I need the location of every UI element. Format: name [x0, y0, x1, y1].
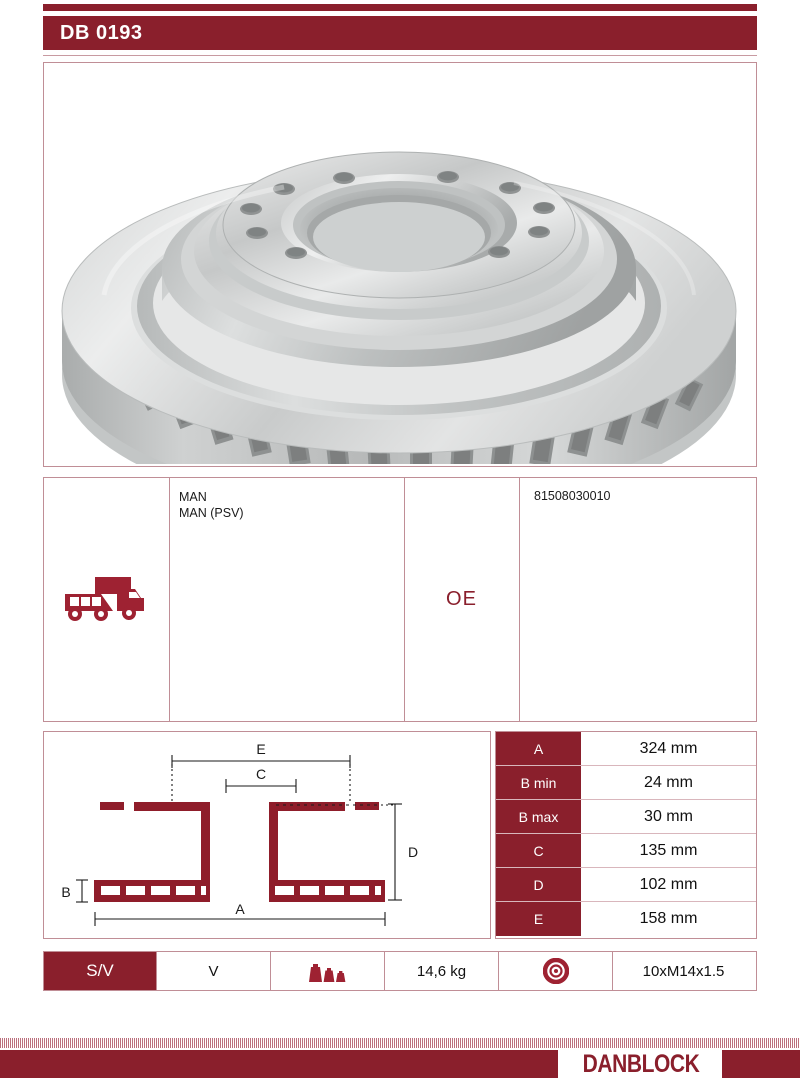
table-row: C 135 mm	[496, 834, 756, 869]
sv-value: V	[208, 962, 219, 980]
table-divider	[404, 478, 405, 721]
footer-stripe-band	[0, 1038, 800, 1048]
product-image-panel	[43, 62, 757, 467]
vehicle-info-table: MAN MAN (PSV) OE 81508030010	[43, 477, 757, 722]
table-divider	[169, 478, 170, 721]
header-top-accent-bar	[43, 4, 757, 11]
table-row: B max 30 mm	[496, 800, 756, 835]
table-row: B min 24 mm	[496, 766, 756, 801]
dimension-value: 102 mm	[639, 875, 698, 893]
brake-disc-photo	[61, 151, 737, 464]
oe-number: 81508030010	[534, 489, 611, 503]
sv-label: S/V	[44, 952, 156, 990]
bolt-spec-value: 10xM14x1.5	[642, 962, 725, 980]
cross-section-drawing-panel: E C A D B	[43, 731, 491, 939]
dim-label-d: D	[408, 844, 418, 860]
table-row: A 324 mm	[496, 732, 756, 767]
table-divider	[519, 478, 520, 721]
dimension-key: B min	[496, 766, 581, 800]
dimension-key: E	[496, 902, 581, 936]
dimension-key: A	[496, 732, 581, 766]
dimension-value: 158 mm	[639, 910, 698, 927]
table-divider	[156, 952, 157, 990]
bolt-icon-cell	[499, 952, 612, 990]
table-divider	[612, 952, 613, 990]
bolt-circle-icon	[542, 958, 569, 984]
dim-label-b: B	[61, 884, 70, 900]
table-row: D 102 mm	[496, 868, 756, 903]
table-row: E 158 mm	[496, 902, 756, 936]
dimension-key: D	[496, 868, 581, 902]
dimension-value: 30 mm	[644, 807, 693, 825]
oe-label: OE	[446, 588, 477, 610]
bus-truck-icon	[65, 577, 144, 621]
dim-label-c: C	[256, 766, 266, 782]
vehicle-brand-item: MAN (PSV)	[179, 506, 244, 520]
vehicle-brand-list: MAN MAN (PSV)	[179, 489, 244, 521]
weight-icon-cell	[271, 952, 384, 990]
header-bar: DB 0193	[43, 16, 757, 50]
dim-label-a: A	[235, 901, 245, 917]
vehicle-brand-item: MAN	[179, 490, 207, 504]
footer-brand-logo: DANBLOCK	[582, 1049, 700, 1078]
weights-icon	[308, 964, 345, 982]
dimension-value: 24 mm	[644, 773, 693, 791]
weight-value: 14,6 kg	[416, 962, 467, 980]
dimension-value: 324 mm	[639, 739, 698, 757]
dimension-key: C	[496, 834, 581, 868]
dim-label-e: E	[256, 741, 265, 757]
table-divider	[498, 952, 499, 990]
footer-bar-right	[722, 1050, 800, 1078]
footer-bar-left	[0, 1050, 558, 1078]
brake-disc-cross-section: E C A D B	[61, 741, 418, 926]
header-divider-rule	[43, 55, 757, 56]
dimension-value: 135 mm	[639, 841, 698, 859]
specification-row: S/V V 14,6 kg 10xM14x1.5	[43, 951, 757, 991]
dimensions-table: A 324 mm B min 24 mm B max 30 mm C 135 m…	[495, 731, 757, 939]
table-divider	[384, 952, 385, 990]
page-title: DB 0193	[60, 22, 143, 44]
table-divider	[270, 952, 271, 990]
dimension-key: B max	[496, 800, 581, 834]
